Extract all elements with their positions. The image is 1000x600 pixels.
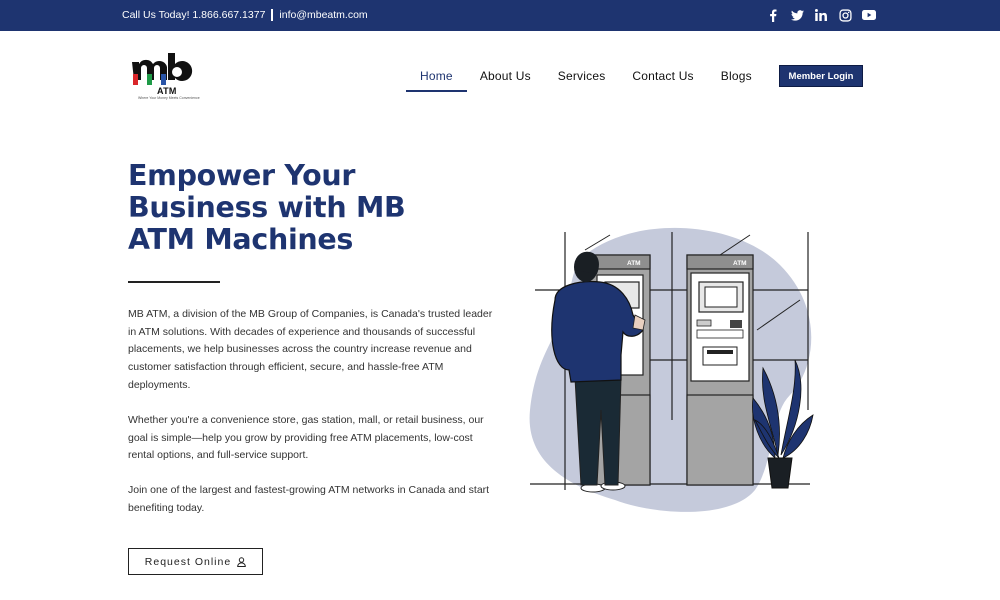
title-underline <box>128 281 220 283</box>
linkedin-icon[interactable] <box>814 8 828 22</box>
twitter-icon[interactable] <box>790 8 804 22</box>
hero-paragraph-2: Whether you're a convenience store, gas … <box>128 414 484 462</box>
main-nav: Home About Us Services Contact Us Blogs <box>406 69 779 92</box>
atm-label-2: ATM <box>733 260 747 267</box>
contact-info: Call Us Today! 1.866.667.1377 info@mbeat… <box>122 9 368 21</box>
divider <box>271 9 274 21</box>
logo-mark-icon <box>132 53 193 85</box>
logo-sub-text: ATM <box>157 86 177 96</box>
logo-tagline: Where Your Money Meets Convenience <box>138 96 200 100</box>
nav-contact-us[interactable]: Contact Us <box>632 69 694 83</box>
youtube-icon[interactable] <box>862 8 876 22</box>
request-online-label: Request Online <box>144 555 232 568</box>
instagram-icon[interactable] <box>838 8 852 22</box>
hero-paragraph-1: MB ATM, a division of the MB Group of Co… <box>128 308 493 391</box>
site-logo[interactable]: ATM Where Your Money Meets Convenience <box>130 50 210 106</box>
facebook-icon[interactable] <box>766 8 780 22</box>
social-links <box>766 8 876 22</box>
top-bar: Call Us Today! 1.866.667.1377 info@mbeat… <box>0 0 1000 31</box>
nav-home[interactable]: Home <box>406 69 467 92</box>
nav-services[interactable]: Services <box>557 69 606 83</box>
hero-paragraph-3: Join one of the largest and fastest-grow… <box>128 484 490 514</box>
member-login-button[interactable]: Member Login <box>779 65 863 87</box>
nav-about-us[interactable]: About Us <box>479 69 531 83</box>
phone-link[interactable]: Call Us Today! 1.866.667.1377 <box>122 9 266 21</box>
email-link[interactable]: info@mbeatm.com <box>279 9 368 21</box>
hero-title: Empower Your Business with MB ATM Machin… <box>128 159 406 256</box>
request-online-button[interactable]: Request Online <box>128 548 263 575</box>
user-icon <box>237 556 246 567</box>
atm-illustration: ATM ATM <box>525 220 815 515</box>
atm-label-1: ATM <box>627 260 641 267</box>
nav-blogs[interactable]: Blogs <box>720 69 752 83</box>
